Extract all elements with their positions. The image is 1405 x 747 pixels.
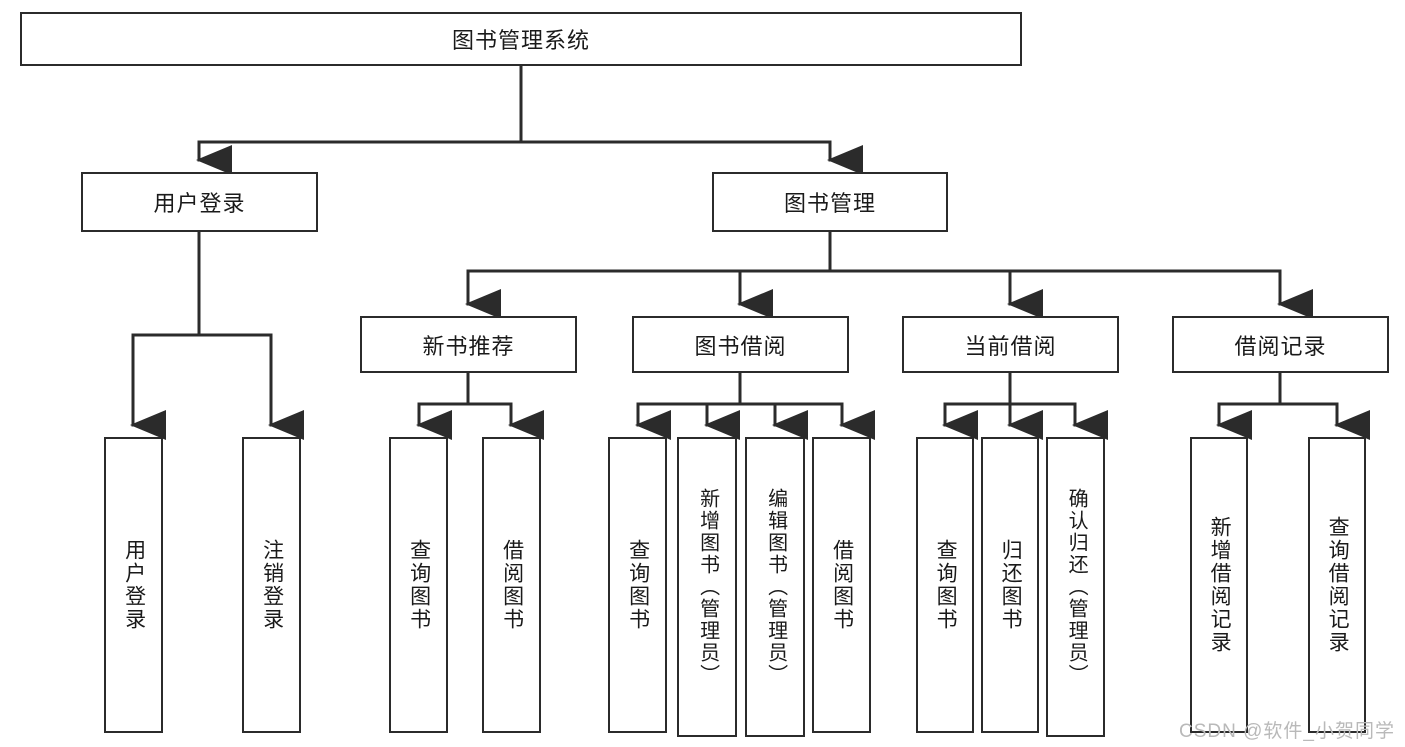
node-leaf-user-login[interactable]: 用户登录 [104, 437, 163, 733]
node-leaf-borrow-book-1[interactable]: 借阅图书 [482, 437, 541, 733]
node-book-borrow[interactable]: 图书借阅 [632, 316, 849, 373]
node-label: 查询图书 [407, 539, 431, 631]
node-label: 查询借阅记录 [1326, 516, 1350, 654]
node-label: 借阅图书 [500, 539, 524, 631]
node-label: 借阅图书 [830, 539, 854, 631]
node-leaf-query-book-1[interactable]: 查询图书 [389, 437, 448, 733]
node-book-management-system[interactable]: 图书管理系统 [20, 12, 1022, 66]
node-label: 新书推荐 [422, 333, 515, 359]
node-leaf-logout-login[interactable]: 注销登录 [242, 437, 301, 733]
node-leaf-add-record[interactable]: 新增借阅记录 [1190, 437, 1248, 733]
node-label: 借阅记录 [1234, 333, 1327, 359]
node-label: 图书管理系统 [451, 28, 590, 53]
node-label: 查询图书 [934, 539, 958, 631]
node-new-book-recommend[interactable]: 新书推荐 [360, 316, 577, 373]
node-label: 当前借阅 [964, 333, 1057, 359]
node-leaf-confirm-return[interactable]: 确认归还（管理员） [1046, 437, 1105, 737]
node-label: 归还图书 [999, 539, 1023, 631]
node-leaf-query-book-3[interactable]: 查询图书 [916, 437, 974, 733]
node-leaf-return-book[interactable]: 归还图书 [981, 437, 1039, 733]
node-label: 用户登录 [153, 191, 246, 216]
node-borrow-record[interactable]: 借阅记录 [1172, 316, 1389, 373]
node-label: 新增借阅记录 [1208, 516, 1232, 654]
node-label: 查询图书 [626, 539, 650, 631]
node-user-login[interactable]: 用户登录 [81, 172, 318, 232]
node-leaf-edit-book[interactable]: 编辑图书（管理员） [745, 437, 805, 737]
node-label: 图书借阅 [694, 333, 787, 359]
node-leaf-add-book[interactable]: 新增图书（管理员） [677, 437, 737, 737]
node-label: 确认归还（管理员） [1065, 488, 1088, 686]
node-leaf-query-book-2[interactable]: 查询图书 [608, 437, 667, 733]
node-label: 用户登录 [122, 539, 146, 631]
node-label: 图书管理 [783, 191, 876, 216]
node-label: 新增图书（管理员） [696, 488, 719, 686]
node-leaf-query-record[interactable]: 查询借阅记录 [1308, 437, 1366, 733]
node-book-management[interactable]: 图书管理 [712, 172, 948, 232]
node-label: 注销登录 [260, 539, 284, 631]
node-current-borrow[interactable]: 当前借阅 [902, 316, 1119, 373]
node-leaf-borrow-book-2[interactable]: 借阅图书 [812, 437, 871, 733]
node-label: 编辑图书（管理员） [764, 488, 787, 686]
